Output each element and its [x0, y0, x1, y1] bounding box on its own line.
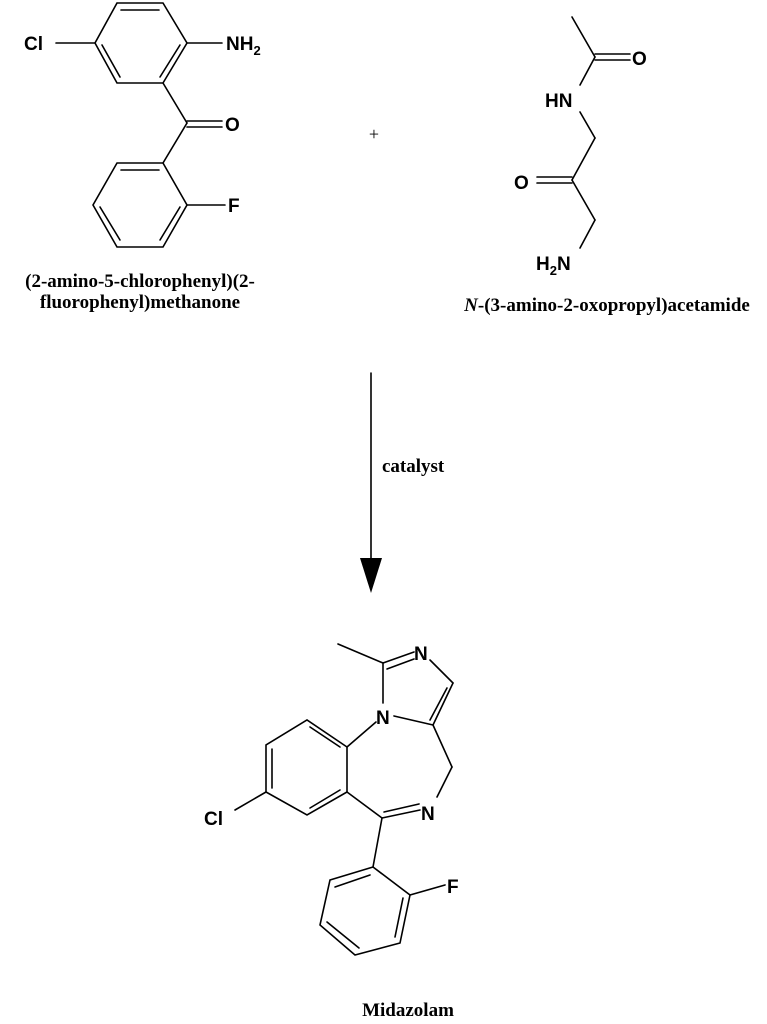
- amine-atom: H2N: [536, 254, 571, 278]
- product-structure: N N N Cl F: [204, 643, 459, 956]
- arrowhead-icon: [360, 558, 382, 593]
- arrow-label: catalyst: [382, 456, 445, 477]
- reactant-1-name-line1: (2-amino-5-chlorophenyl)(2-: [25, 271, 255, 292]
- imidazole-n3-atom: N: [414, 644, 428, 665]
- fluorine-atom: F: [228, 196, 240, 217]
- chlorine-atom: Cl: [204, 809, 223, 830]
- reaction-arrow: [360, 372, 382, 593]
- reactant-2-name: N-(3-amino-2-oxopropyl)acetamide: [463, 295, 750, 316]
- amine-atom: NH2: [226, 34, 261, 58]
- chlorine-atom: Cl: [24, 34, 43, 55]
- ketone-oxygen-atom: O: [514, 173, 529, 194]
- acetyl-oxygen-atom: O: [632, 49, 647, 70]
- amide-nh-atom: HN: [545, 91, 572, 112]
- oxygen-atom: O: [225, 115, 240, 136]
- imidazole-n1-atom: N: [376, 708, 390, 729]
- product-name: Midazolam: [362, 1000, 454, 1021]
- diazepine-n5-atom: N: [421, 804, 435, 825]
- reactant-2-structure: O HN O H2N: [514, 16, 647, 278]
- fluorine-atom: F: [447, 877, 459, 898]
- reactant-1-name-line2: fluorophenyl)methanone: [40, 292, 240, 313]
- reactant-1-structure: Cl NH2 O F: [24, 2, 261, 248]
- plus-sign: +: [369, 124, 379, 144]
